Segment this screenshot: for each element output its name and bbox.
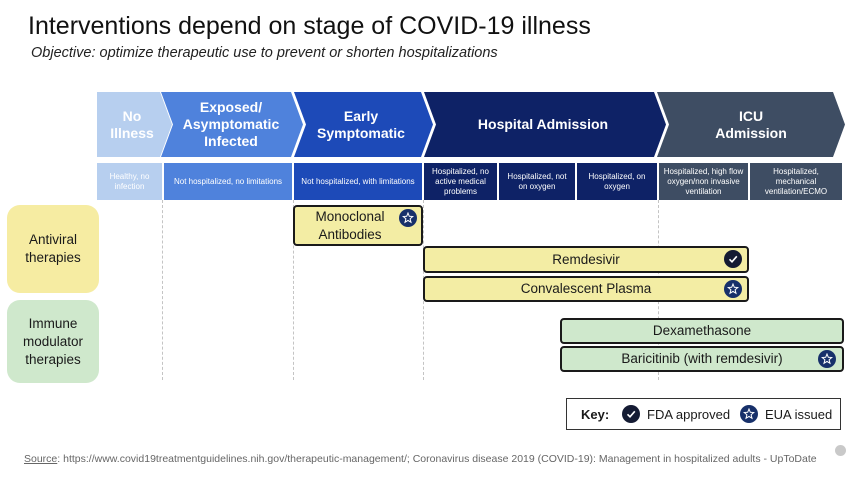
- therapy-label: Baricitinib (with remdesivir): [621, 351, 783, 366]
- checkmark-icon: [622, 405, 640, 423]
- therapy-dexamethasone: Dexamethasone: [560, 318, 844, 344]
- stage-chevron-icu: [657, 92, 845, 157]
- therapy-baricitinib: Baricitinib (with remdesivir): [560, 346, 844, 372]
- pointer-dot: [835, 445, 846, 456]
- therapy-remdesivir: Remdesivir: [423, 246, 749, 273]
- star-icon: [399, 209, 417, 227]
- stage-label-no-illness: No Illness: [110, 107, 154, 141]
- stage-chevron-exposed: [161, 92, 303, 157]
- stage-label-hospital: Hospital Admission: [477, 116, 609, 132]
- legend-key: Key: FDA approved EUA issued: [566, 398, 841, 430]
- stage-chevron-hospital: [424, 92, 666, 157]
- stage-description: Hospitalized, on oxygen: [577, 163, 657, 200]
- stage-description: Hospitalized, high flow oxygen/non invas…: [659, 163, 748, 200]
- star-icon: [818, 350, 836, 368]
- page-subtitle: Objective: optimize therapeutic use to p…: [31, 45, 498, 61]
- stage-label-icu: ICU Admission: [715, 107, 787, 141]
- star-icon: [724, 280, 742, 298]
- therapy-label: Dexamethasone: [652, 323, 752, 338]
- stage-description: Not hospitalized, no limitations: [164, 163, 292, 200]
- category-immune-modulator: Immune modulator therapies: [7, 300, 99, 383]
- column-divider: [162, 200, 163, 380]
- page-title: Interventions depend on stage of COVID-1…: [28, 12, 591, 40]
- stage-chevron-early: [294, 92, 433, 157]
- key-eua-label: EUA issued: [765, 407, 833, 422]
- therapy-label: Convalescent Plasma: [520, 281, 652, 296]
- source-citation: Source: https://www.covid19treatmentguid…: [24, 453, 817, 465]
- source-text: : https://www.covid19treatmentguidelines…: [57, 453, 817, 465]
- therapy-convalescent-plasma: Convalescent Plasma: [423, 276, 749, 302]
- column-divider: [293, 200, 294, 380]
- stage-chevron-bar: [97, 92, 845, 157]
- stage-description: Not hospitalized, with limitations: [294, 163, 422, 200]
- category-antiviral: Antiviral therapies: [7, 205, 99, 293]
- stage-description: Healthy, no infection: [97, 163, 162, 200]
- checkmark-icon: [724, 250, 742, 268]
- stage-chevron-no-illness: [97, 92, 172, 157]
- source-label: Source: [24, 453, 58, 465]
- stage-label-exposed: Exposed/ Asymptomatic Infected: [182, 99, 280, 149]
- key-label: Key:: [581, 407, 610, 422]
- therapy-label: Monoclonal Antibodies: [315, 208, 385, 242]
- stage-description: Hospitalized, no active medical problems: [424, 163, 497, 200]
- therapy-label: Remdesivir: [552, 251, 620, 267]
- stage-description: Hospitalized, not on oxygen: [499, 163, 575, 200]
- stage-label-early: Early Symptomatic: [317, 107, 405, 141]
- stage-description: Hospitalized, mechanical ventilation/ECM…: [750, 163, 842, 200]
- star-icon: [740, 405, 758, 423]
- key-fda-label: FDA approved: [647, 407, 731, 422]
